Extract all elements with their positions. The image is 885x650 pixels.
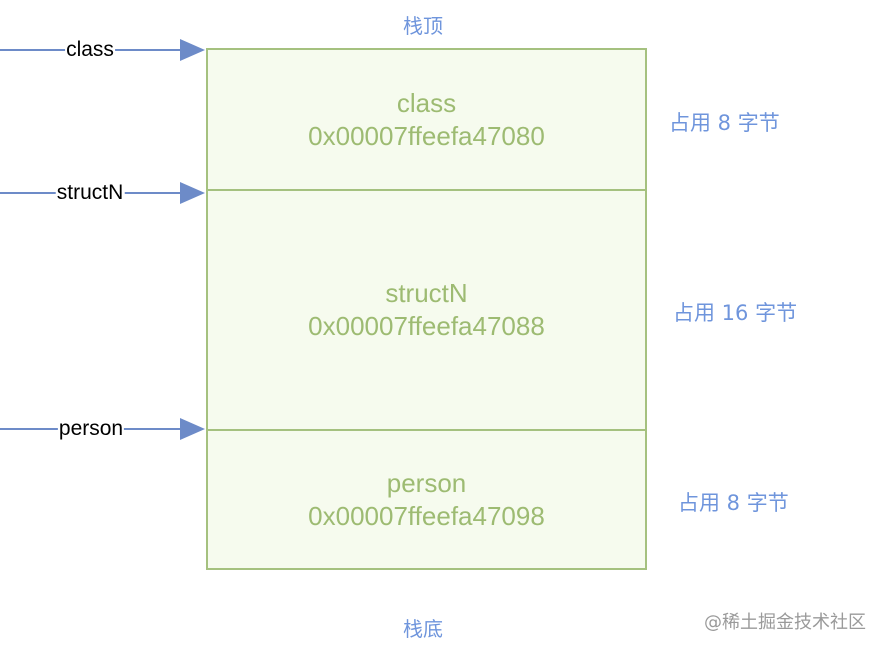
cell-address: 0x00007ffeefa47088 xyxy=(308,311,545,341)
stack-cell-class: class 0x00007ffeefa47080 xyxy=(208,50,645,191)
size-label-person: 占用 8 字节 xyxy=(678,491,789,515)
stack-cell-structn: structN 0x00007ffeefa47088 xyxy=(208,191,645,431)
pointer-label: person xyxy=(57,417,125,441)
stack-cell-person: person 0x00007ffeefa47098 xyxy=(208,431,645,568)
arrow-head-icon xyxy=(180,418,205,440)
pointer-class: class xyxy=(0,38,206,62)
arrow-head-icon xyxy=(180,39,205,61)
cell-name: class xyxy=(396,87,457,118)
stack-diagram: class 0x00007ffeefa47080 structN 0x00007… xyxy=(206,48,647,570)
stack-top-label: 栈顶 xyxy=(403,14,443,38)
cell-name: person xyxy=(386,467,467,498)
arrow-head-icon xyxy=(180,182,205,204)
cell-address: 0x00007ffeefa47098 xyxy=(308,500,545,531)
pointer-structn: structN xyxy=(0,181,206,205)
pointer-label: structN xyxy=(55,181,125,205)
cell-name: structN xyxy=(385,278,468,308)
pointer-person: person xyxy=(0,417,206,441)
pointer-label: class xyxy=(65,38,115,62)
stack-bottom-label: 栈底 xyxy=(403,617,443,641)
watermark: @稀土掘金技术社区 xyxy=(704,612,866,633)
size-label-class: 占用 8 字节 xyxy=(669,111,780,135)
size-label-structn: 占用 16 字节 xyxy=(673,301,798,325)
cell-address: 0x00007ffeefa47080 xyxy=(308,120,545,151)
